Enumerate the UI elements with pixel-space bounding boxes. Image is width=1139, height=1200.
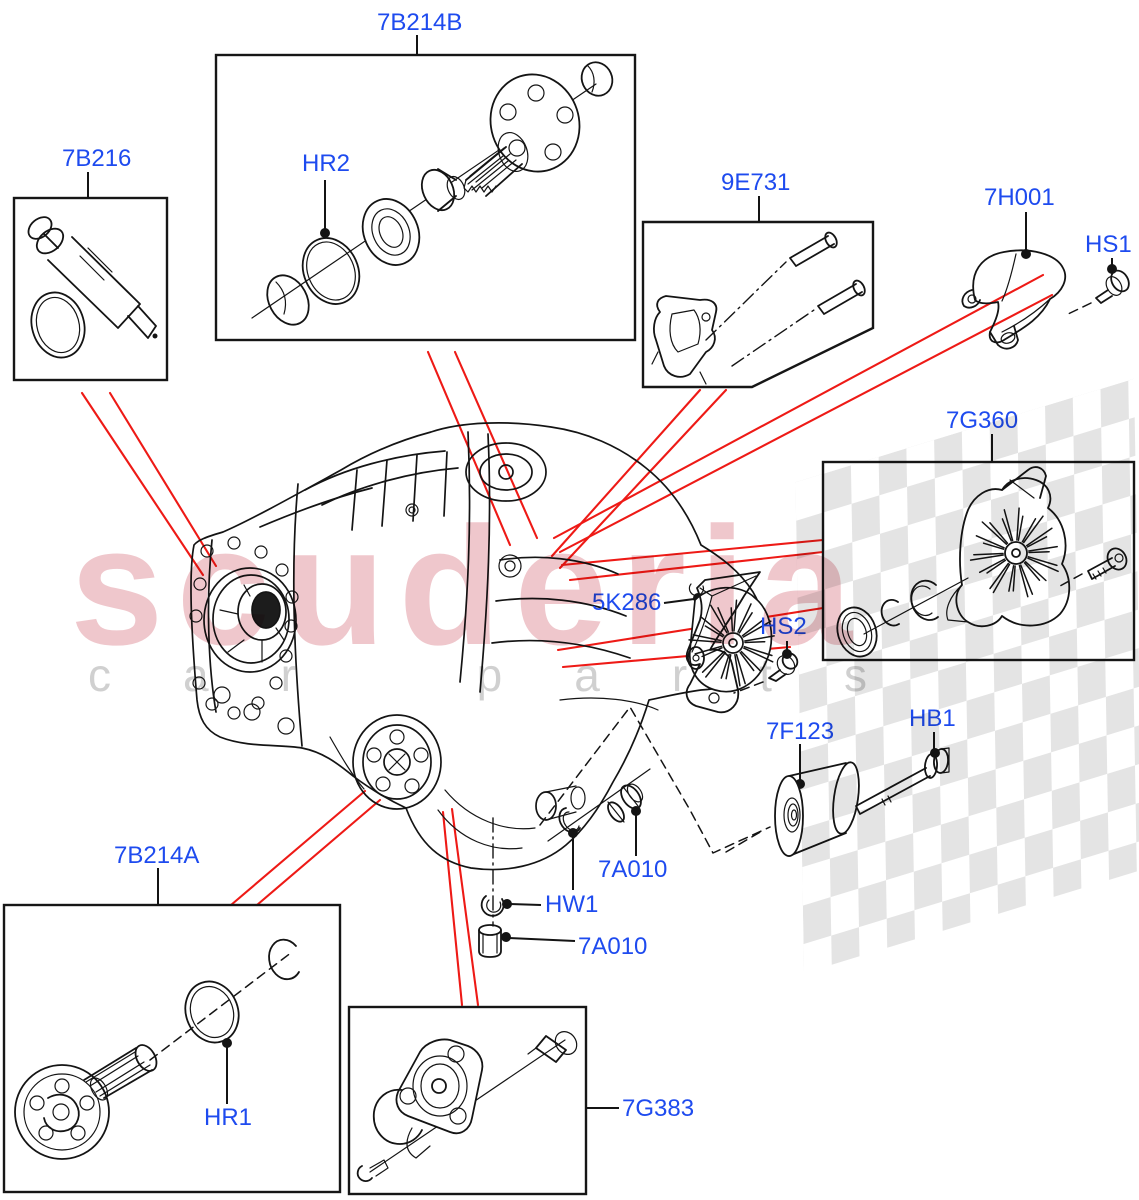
- transfer-case-drawing: [189, 422, 775, 871]
- callout-7a010-lower: 7A010: [578, 933, 648, 960]
- callout-hs1: HS1: [1085, 231, 1132, 258]
- callout-7b214a: 7B214A: [114, 842, 200, 869]
- part-box-9e731: [641, 220, 875, 389]
- callout-7h001: 7H001: [984, 184, 1055, 211]
- part-drawing-9e731-bracket-kit: [651, 231, 866, 385]
- callout-7a010-upper: 7A010: [598, 856, 668, 883]
- part-box-7b216: [12, 196, 169, 382]
- callout-hr1: HR1: [204, 1104, 253, 1131]
- callout-hb1: HB1: [909, 705, 956, 732]
- callout-7b214b: 7B214B: [377, 9, 463, 36]
- part-drawing-7g360-actuator: [836, 466, 1128, 658]
- callout-9e731: 9E731: [721, 169, 791, 196]
- callout-hs2: HS2: [760, 613, 807, 640]
- callout-hw1: HW1: [545, 891, 599, 918]
- part-drawing-7g383-solenoid: [356, 1031, 578, 1182]
- part-drawing-hs1-bolt: [1065, 269, 1130, 316]
- part-drawing-drain-plugs: [478, 768, 651, 958]
- callout-7g383: 7G383: [622, 1095, 695, 1122]
- callout-7b216: 7B216: [62, 145, 132, 172]
- part-box-7b214b: [214, 53, 637, 342]
- callout-7g360: 7G360: [946, 407, 1019, 434]
- part-drawing-7b214b-flange-kit: [251, 61, 614, 326]
- part-box-7b214a: [2, 903, 342, 1194]
- part-drawing-7b216-sealant: [27, 216, 158, 359]
- callout-5k286: 5K286: [592, 589, 662, 616]
- callout-7f123: 7F123: [766, 718, 835, 745]
- callout-hr2: HR2: [302, 150, 351, 177]
- part-drawing-7h001-cover: [961, 249, 1067, 350]
- part-box-7g383: [347, 1005, 588, 1196]
- part-drawing-7b214a-flange-kit: [14, 938, 300, 1160]
- part-drawing-5k286-bracket: [685, 571, 761, 714]
- part-drawing-hb1-bolt: [855, 747, 950, 815]
